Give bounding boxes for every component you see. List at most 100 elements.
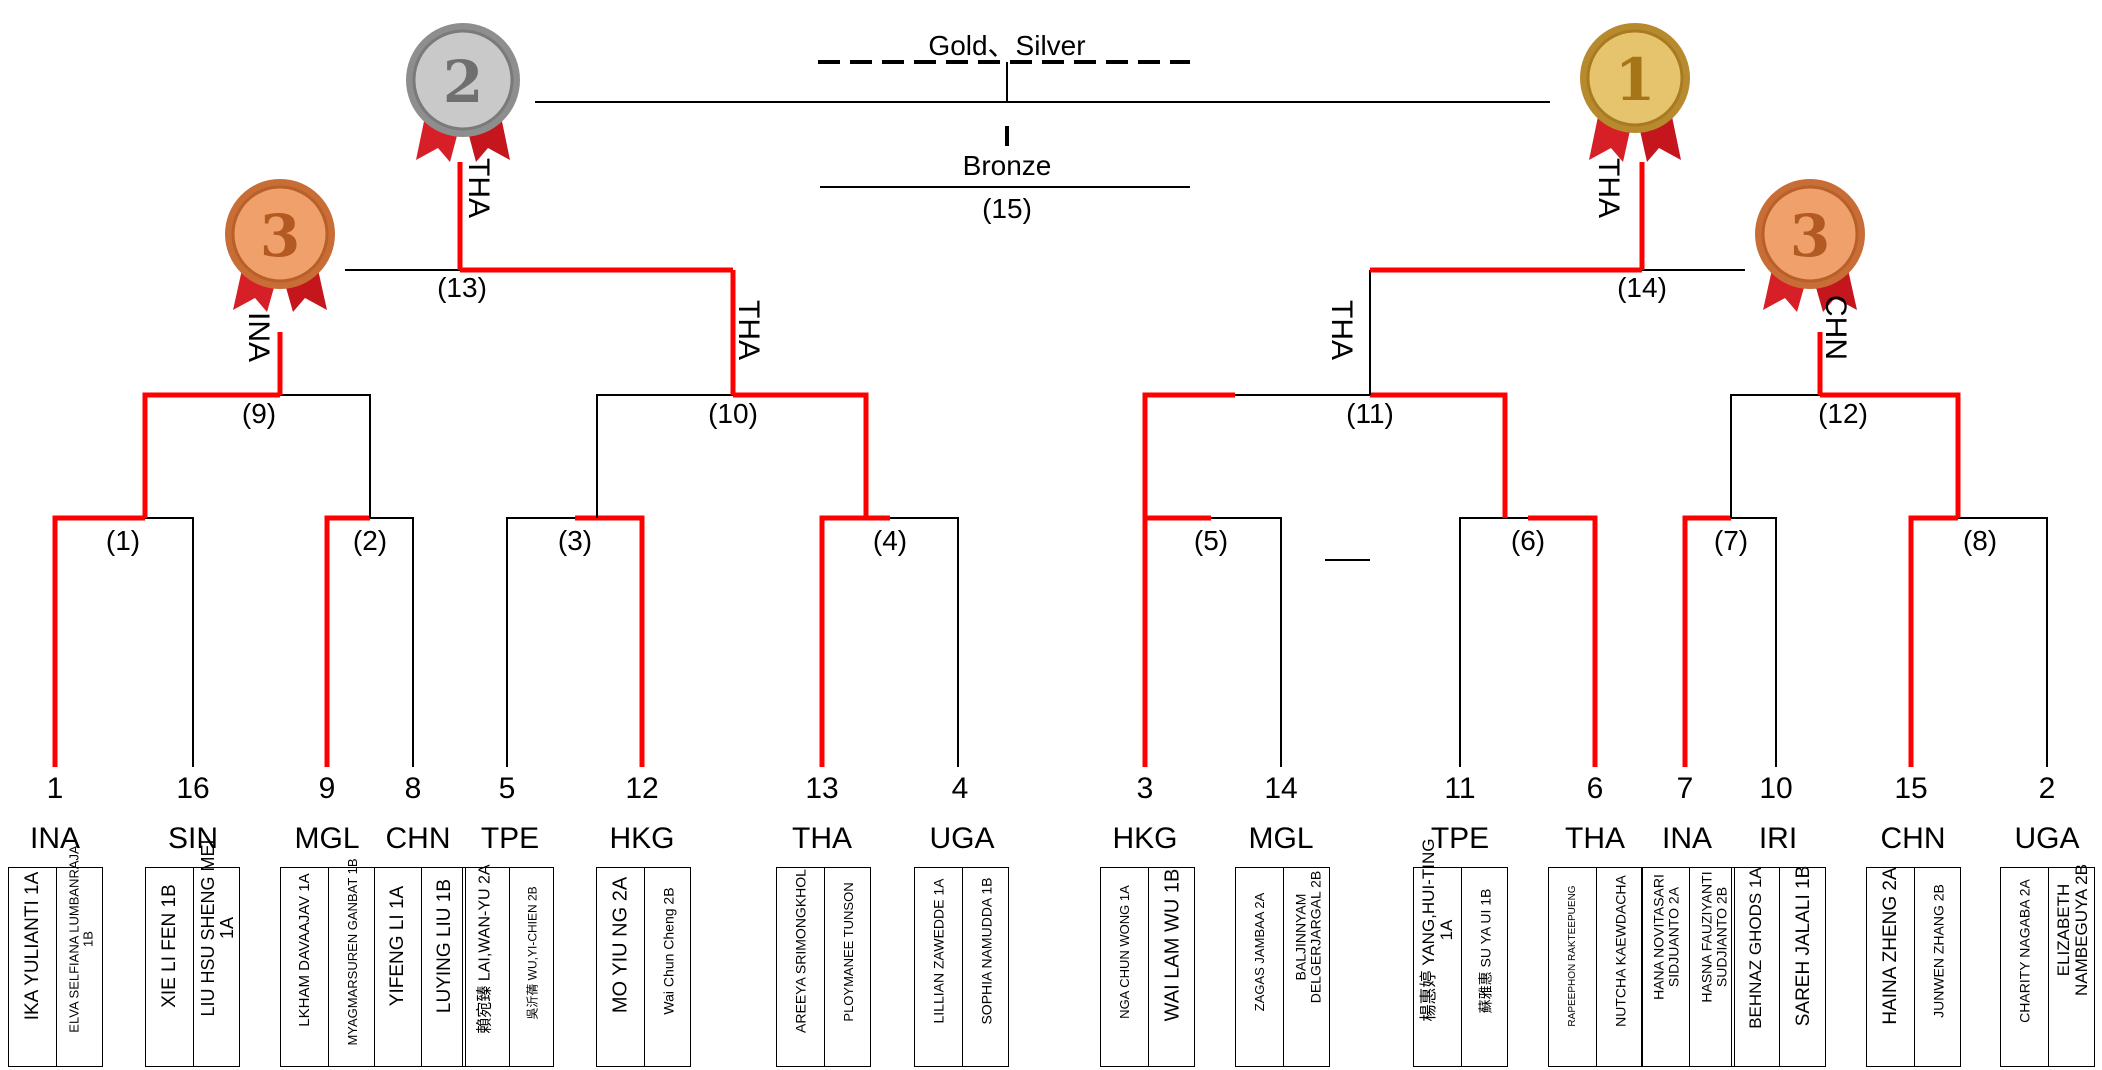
match-number-10: (10) [708,398,758,429]
player-name: LIU HSU SHENG MEI 1A [197,839,237,1017]
country-code: UGA [929,822,995,855]
seed-number: 11 [1444,772,1476,805]
match-number-1: (1) [105,525,141,556]
country-code: THA [1565,822,1625,855]
country-code: TPE [1430,822,1490,855]
seed-number: 1 [46,772,64,805]
player-box: HAINA ZHENG 2A JUNWEN ZHANG 2B [1866,867,1961,1067]
silver-medal-icon: 2 [398,22,528,162]
winner-label-m11: THA [1325,300,1358,360]
seed-number: 13 [805,772,839,805]
bracket-line [145,517,194,767]
seed-number: 16 [176,772,210,805]
player-box: BEHNAZ GHODS 1A SAREH JALALI 1B [1731,866,1826,1067]
country-code: THA [792,822,852,855]
svg-text:2: 2 [443,48,483,116]
seed-number: 2 [2038,772,2056,805]
country-code: INA [1661,822,1713,855]
player-box: ZAGAS JAMBAA 2A BALJINNYAM DELGERJARGAL … [1235,867,1330,1067]
winner-path-line [1820,392,1961,518]
player-name: SAREH JALALI 1B [1792,865,1814,1027]
player-name: PLOYMANEE TUNSON [840,882,856,1022]
match-number-6: (6) [1510,525,1546,556]
bronze-label: Bronze [962,150,1052,181]
match-number-2: (2) [352,525,388,556]
match-number-14: (14) [1617,272,1667,303]
winner-label-m9: INA [242,312,275,363]
match-number-9: (9) [241,398,277,429]
bracket-line [890,517,959,767]
winner-path-line [1682,515,1731,767]
winner-label-m10: THA [732,300,765,360]
player-name: XIE LI FEN 1B [158,884,180,1008]
bronze-medal-right-icon: 3 [1745,178,1875,313]
winner-path-line [142,392,280,518]
player-box: HANA NOVITASARI SIDJUANTO 2A HASNA FAUZI… [1641,867,1735,1067]
player-name: CHARITY NAGABA 2A [2016,879,2033,1024]
player-name: IKA YULIANTI 1A [21,871,43,1021]
player-name: ELIZABETH NAMBEGUYA 2B [2053,864,2091,997]
country-code: SIN [167,822,219,855]
country-code: MGL [294,822,360,855]
country-code: IRI [1758,822,1798,855]
bracket-line [280,394,371,518]
country-code: MGL [1248,822,1314,855]
country-code: HKG [1112,822,1178,855]
bracket-line [370,517,414,767]
gold-silver-label: Gold、Silver [928,30,1086,61]
seed-number: 8 [404,772,422,805]
bracket-line [1211,517,1282,767]
player-name: HAINA ZHENG 2A [1879,867,1901,1025]
seed-number: 12 [625,772,659,805]
match-number-13: (13) [437,272,487,303]
winner-label-m14: THA [1592,158,1625,218]
player-name: NGA CHUN WONG 1A [1116,885,1132,1020]
player-name: ZAGAS JAMBAA 2A [1251,893,1267,1012]
player-box: 賴宛臻 LAI,WAN-YU 2A 吳沂蒨 WU,YI-CHIEN 2B [462,865,554,1067]
player-name: HANA NOVITASARI SIDJUANTO 2A [1649,873,1681,1000]
player-box: XIE LI FEN 1B LIU HSU SHENG MEI 1A [145,840,240,1067]
seed-number: 15 [1894,772,1928,805]
winner-path-line [1370,392,1508,518]
player-box: LILLIAN ZAWEDDE 1A SOPHIA NAMUDDA 1B [914,867,1009,1067]
seed-number: 3 [1136,772,1154,805]
player-name: MO YIU NG 2A [609,876,631,1014]
player-name: HASNA FAUZIYANTI SUDJIANTO 2B [1697,871,1729,1003]
player-name: JUNWEN ZHANG 2B [1930,884,1947,1019]
player-name: YIFENG LI 1A [387,885,409,1007]
winner-path-line [324,515,370,767]
player-name: 蘇雅惠 SU YA UI 1B [1477,888,1494,1014]
bracket-line [1730,394,1820,518]
svg-text:1: 1 [1615,46,1655,114]
player-name: NUTCHA KAEWDACHA [1612,875,1629,1028]
winner-label-m13: THA [462,158,495,218]
winner-path-line [733,392,869,518]
match-number-8: (8) [1962,525,1998,556]
match-number-11: (11) [1346,398,1394,429]
winner-path-line [1908,515,1958,767]
player-name: AREEYA SRIMONGKHOL [792,869,809,1034]
player-name: BEHNAZ GHODS 1A [1745,867,1765,1029]
seed-number: 9 [318,772,336,805]
country-code: CHN [1880,822,1946,855]
seed-number: 14 [1264,772,1298,805]
bronze-match-number: (15) [982,193,1032,224]
player-box: LKHAM DAVAAJAV 1A MYAGMARSUREN GANBAT 1B [280,859,375,1067]
player-box: IKA YULIANTI 1A ELVA SELFIANA LUMBANRAJA… [8,845,103,1067]
match-number-5: (5) [1193,525,1229,556]
country-code: TPE [480,822,540,855]
match-number-4: (4) [872,525,908,556]
player-box: 楊惠婷 YANG,HUI-TING 1A 蘇雅惠 SU YA UI 1B [1413,839,1508,1067]
player-name: BALJINNYAM DELGERJARGAL 2B [1291,870,1323,1003]
seed-number: 10 [1759,772,1793,805]
player-box: AREEYA SRIMONGKHOL PLOYMANEE TUNSON [776,867,871,1067]
player-name: 吳沂蒨 WU,YI-CHIEN 2B [525,886,540,1021]
bronze-medal-left-icon: 3 [215,178,345,313]
player-name: SOPHIA NAMUDDA 1B [978,877,995,1025]
country-code: CHN [385,822,451,855]
player-name: LKHAM DAVAAJAV 1A [295,873,313,1027]
player-name: ELVA SELFIANA LUMBANRAJA 1B [65,845,95,1033]
match-number-3: (3) [557,525,593,556]
seed-number: 4 [951,772,969,805]
seed-number: 7 [1676,772,1694,805]
